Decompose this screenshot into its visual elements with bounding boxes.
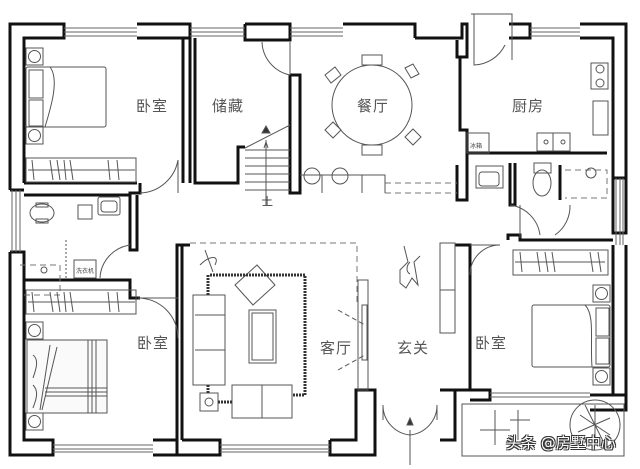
room-label-bedroom-right: 卧室 — [475, 334, 508, 352]
furniture — [25, 47, 625, 465]
room-label-living: 客厅 — [320, 339, 353, 357]
room-label-bedroom-bottom-left: 卧室 — [137, 334, 170, 352]
room-label-foyer: 玄关 — [397, 339, 430, 357]
room-label-dining: 餐厅 — [357, 97, 390, 115]
doors — [99, 13, 571, 436]
walls — [8, 22, 628, 457]
room-label-storage: 储藏 — [212, 97, 245, 115]
stair-up-label: 上 — [262, 195, 273, 208]
washing-machine-label: 洗衣机 — [76, 268, 95, 275]
zone-lines — [20, 169, 608, 305]
room-label-kitchen: 厨房 — [512, 97, 545, 115]
fridge-label: 冰箱 — [470, 143, 483, 150]
windows — [11, 27, 624, 453]
room-label-bedroom-top-left: 卧室 — [136, 97, 169, 115]
watermark: 头条 @房墅中心 — [506, 434, 616, 452]
